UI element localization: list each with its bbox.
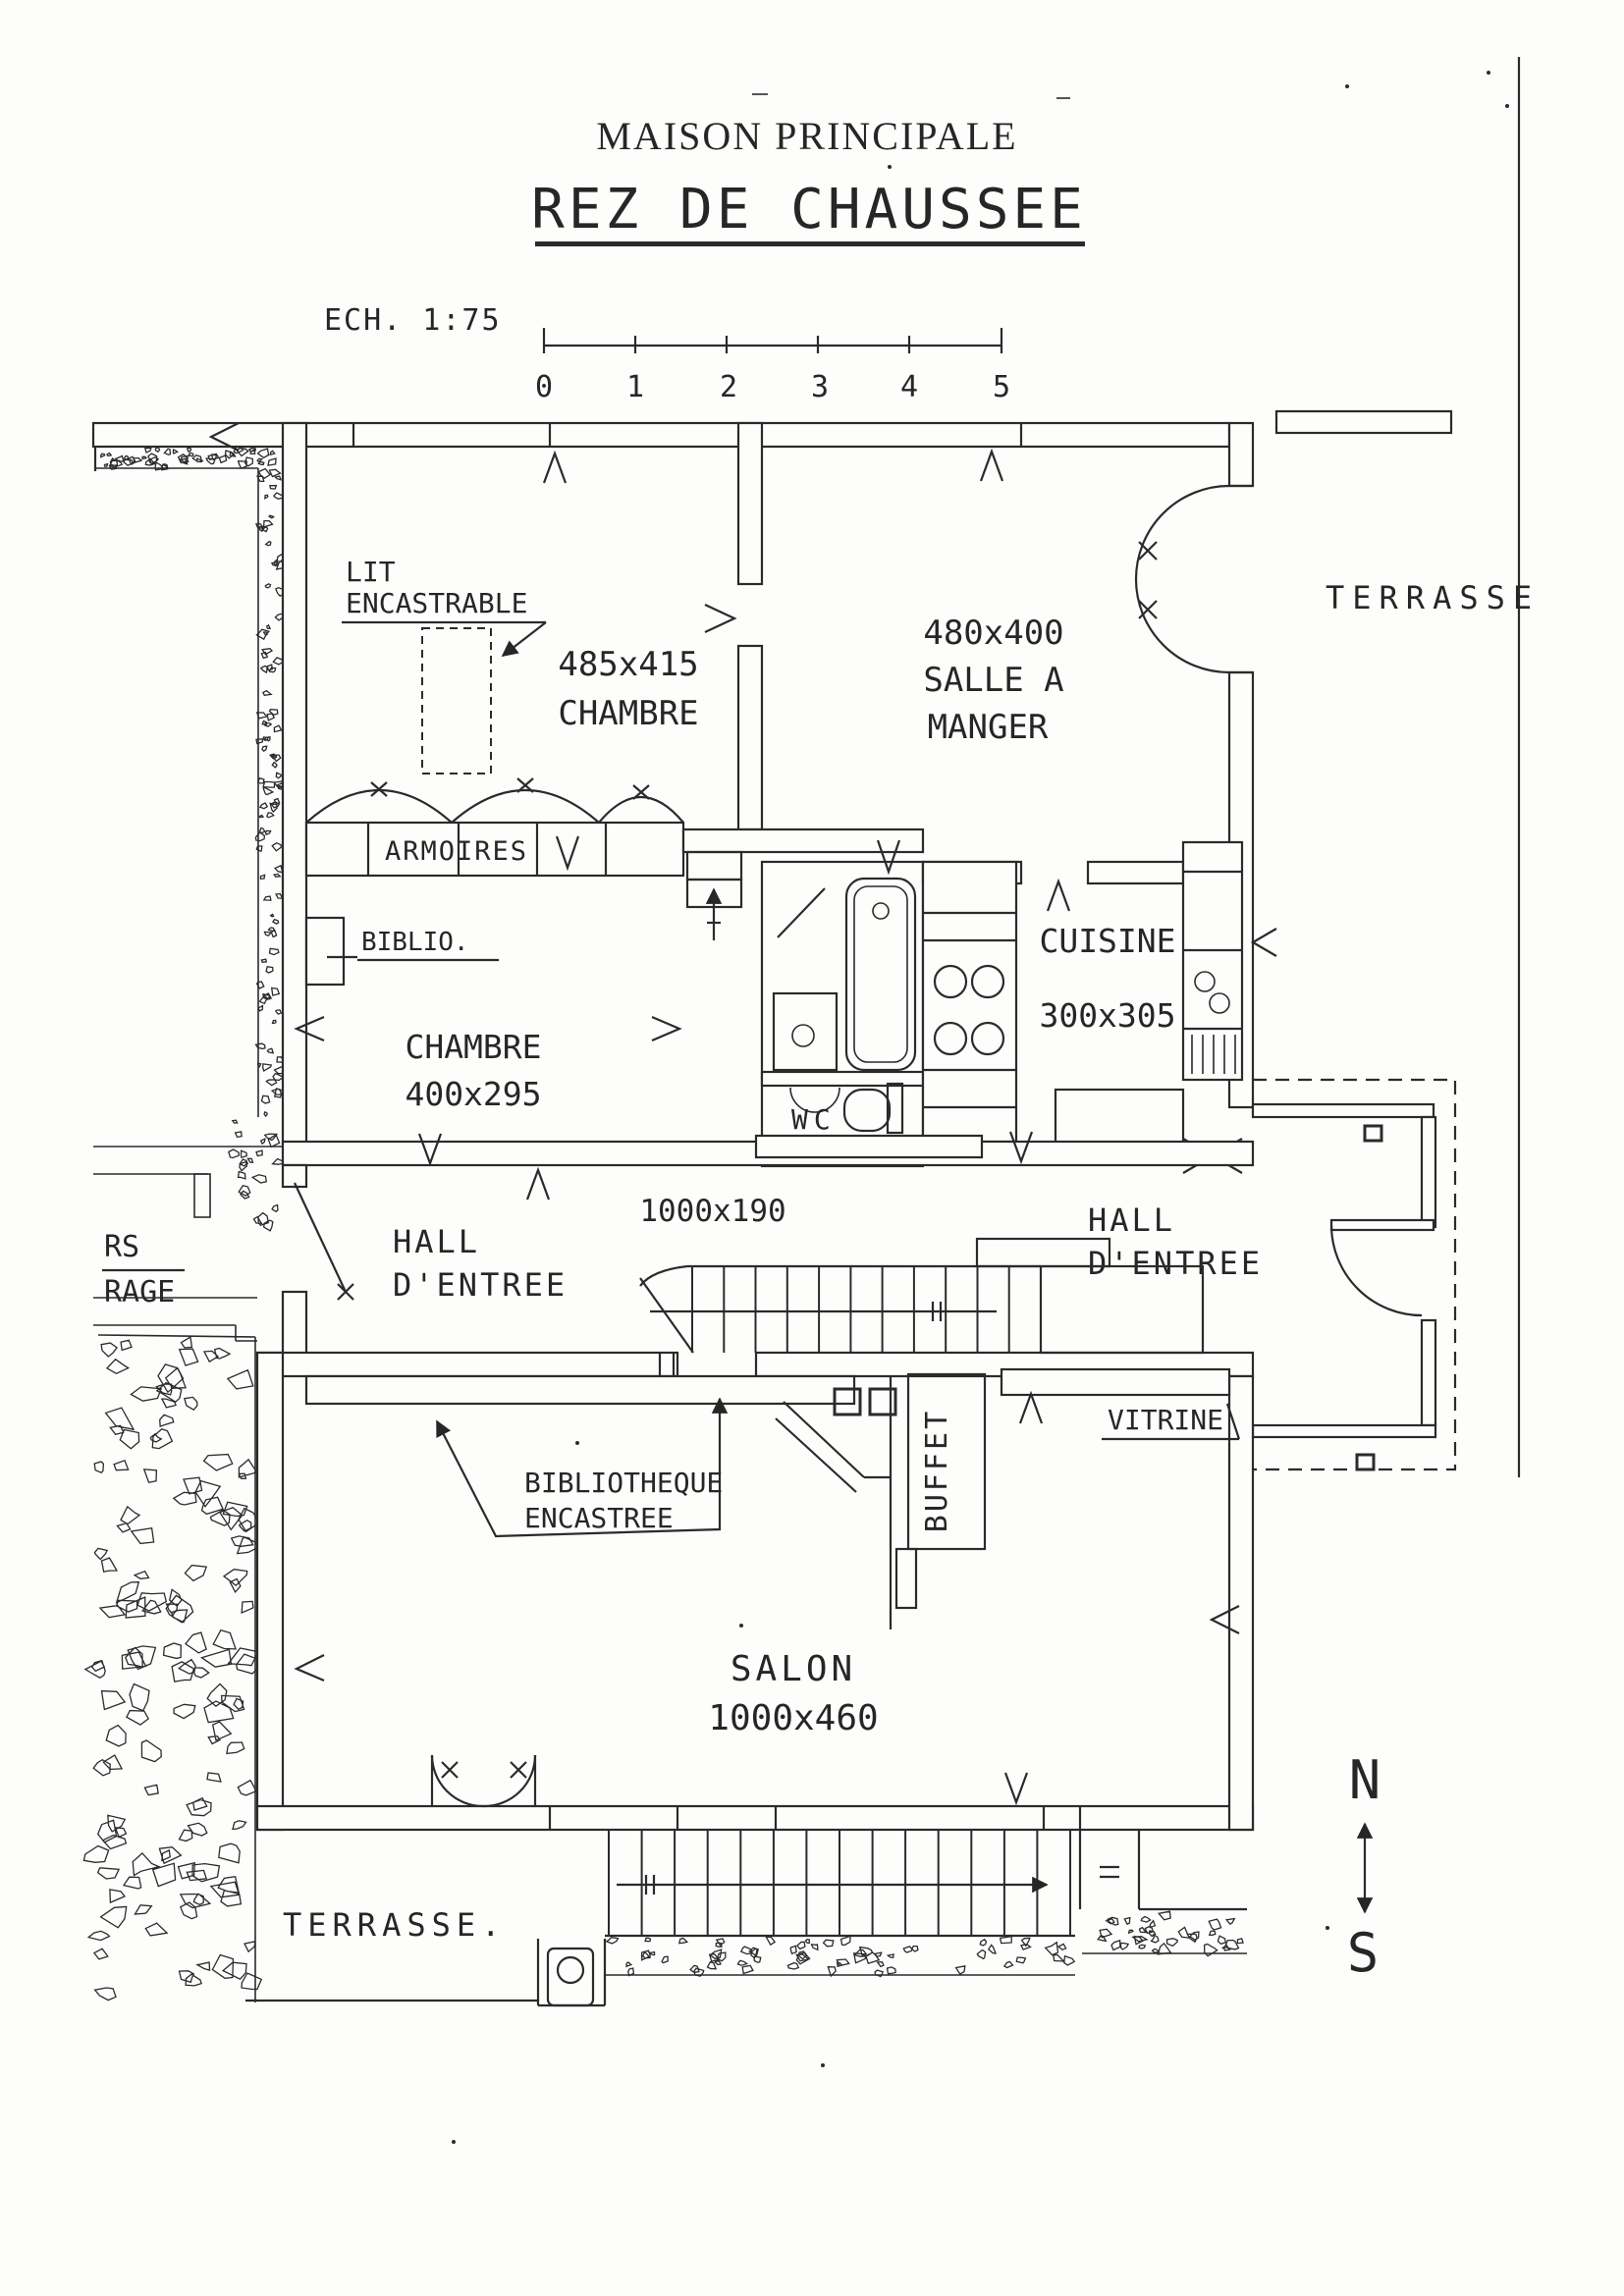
salon-dims: 1000x460 [708, 1698, 878, 1738]
armoires-label: ARMOIRES [385, 836, 528, 867]
scale-tick-1: 1 [626, 370, 644, 404]
burner-icon [970, 964, 1005, 999]
corridor-steps [685, 850, 743, 940]
stove-counter [921, 860, 1018, 1144]
buffet-label: BUFFET [920, 1409, 954, 1532]
garage-label-line1: RS [104, 1230, 139, 1264]
scale-tick-2: 2 [720, 370, 737, 404]
bath-sink [772, 991, 839, 1072]
bibliotheque-shelf [304, 1374, 856, 1406]
subtitle-underline [535, 241, 1085, 246]
stair-landing [1039, 1264, 1205, 1355]
rock-texture-left-column [254, 467, 288, 1118]
room-salon: BIBLIOTHEQUE ENCASTREE BUFFET VITRINE SA… [255, 1351, 1255, 1832]
entry-door-swing [1329, 1224, 1423, 1317]
scale-bar: ECH. 1:75 0 1 2 3 4 5 [324, 303, 1010, 404]
lit-label-line1: LIT [346, 556, 396, 588]
vitrine-shelf [1000, 1367, 1231, 1397]
burner-icon [970, 1021, 1005, 1056]
burner-icon [933, 964, 968, 999]
room-chambre-2: BIBLIO. CHAMBRE 400x295 [304, 916, 542, 1113]
hall-dims: 1000x190 [639, 1194, 785, 1229]
chambre2-name: CHAMBRE [405, 1028, 541, 1066]
door-mark-icon [1363, 1124, 1383, 1143]
compass: N S [1347, 1749, 1381, 1984]
terrace-door-leaf-bottom [1134, 578, 1230, 674]
page-subtitle: REZ DE CHAUSSEE [531, 178, 1087, 241]
rock-texture-left-band [82, 1336, 263, 2002]
cuisine-name: CUISINE [1039, 922, 1175, 960]
chambre1-dims: 485x415 [558, 645, 698, 684]
bathroom: WC [760, 860, 925, 1168]
scale-tick-3: 3 [811, 370, 829, 404]
sam-name-line1: SALLE A [923, 661, 1063, 700]
rock-texture-top-strip [100, 444, 277, 471]
chambre1-name: CHAMBRE [558, 694, 698, 733]
scale-tick-4: 4 [900, 370, 918, 404]
garage-door-leaf [294, 1182, 347, 1293]
exterior-stairs [608, 1830, 1071, 1936]
wc-toilet [842, 1088, 892, 1133]
hall-labels: HALL D'ENTREE 1000x190 HALL D'ENTREE RS … [93, 1146, 1263, 1342]
rock-texture-bottom-right [1097, 1910, 1244, 1957]
hall-right-line1: HALL [1088, 1201, 1175, 1239]
bibliotheque-line2: ENCASTREE [524, 1502, 674, 1534]
terrace-door-leaf-top [1134, 484, 1230, 580]
bathtub [844, 877, 917, 1072]
rock-texture-garage-patch [228, 1119, 287, 1232]
door-mark-icon [1355, 1453, 1376, 1471]
drawing-header: MAISON PRINCIPALE REZ DE CHAUSSEE [531, 93, 1087, 246]
hall-left-line2: D'ENTREE [393, 1266, 568, 1304]
salon-name: SALON [731, 1649, 856, 1689]
biblio-label: BIBLIO. [361, 928, 469, 957]
wc-cistern [789, 1087, 840, 1113]
garage-label-line2: RAGE [104, 1275, 175, 1309]
chambre2-dims: 400x295 [405, 1075, 541, 1113]
hall-walls [255, 1134, 1255, 1378]
vitrine-label: VITRINE [1108, 1404, 1223, 1436]
rock-texture-bottom-strip [605, 1935, 1076, 1978]
hall-left-line1: HALL [393, 1223, 480, 1260]
bottom-terrace: TERRASSE. [245, 1830, 1247, 2007]
room-salle-a-manger: 480x400 SALLE A MANGER [923, 484, 1230, 747]
room-cuisine: CUISINE 300x305 [921, 840, 1244, 1174]
terrasse-right-label: TERRASSE [1326, 579, 1540, 616]
scale-tick-5: 5 [993, 370, 1010, 404]
biblio-shelf [304, 916, 346, 987]
opening-marks [208, 422, 1277, 1806]
compass-north-label: N [1349, 1749, 1381, 1811]
hall-stairs [639, 1237, 1205, 1355]
kitchen-counter-low [1054, 1088, 1185, 1148]
sam-name-line2: MANGER [928, 708, 1049, 747]
kitchen-counter-east [1181, 840, 1244, 1082]
room-chambre-1: LIT ENCASTRABLE 485x415 CHAMBRE [342, 556, 699, 774]
planter [546, 1947, 595, 2007]
entry-porch [1251, 1078, 1457, 1471]
walls [91, 409, 1453, 1148]
sam-dims: 480x400 [923, 614, 1063, 653]
compass-south-label: S [1347, 1922, 1380, 1984]
lit-encastrable-outline [421, 627, 492, 774]
bath-door-leaf [777, 887, 826, 938]
armoires-closet: ARMOIRES [304, 777, 925, 878]
terrasse-bottom-label: TERRASSE. [283, 1906, 506, 1944]
salon-door-leaf [482, 1754, 537, 1808]
hall-right-line2: D'ENTREE [1088, 1245, 1263, 1282]
bibliotheque-line1: BIBLIOTHEQUE [524, 1467, 723, 1499]
page-title: MAISON PRINCIPALE [596, 114, 1017, 158]
scale-tick-0: 0 [535, 370, 553, 404]
bibliotheque-callout [436, 1397, 729, 1538]
burner-icon [933, 1021, 968, 1056]
cuisine-dims: 300x305 [1039, 996, 1175, 1035]
lit-label-line2: ENCASTRABLE [346, 587, 527, 619]
wc-label: WC [791, 1103, 837, 1136]
rock-texture-edges [96, 467, 1247, 2002]
buffet-cabinet [906, 1372, 987, 1551]
scale-label: ECH. 1:75 [324, 303, 502, 338]
